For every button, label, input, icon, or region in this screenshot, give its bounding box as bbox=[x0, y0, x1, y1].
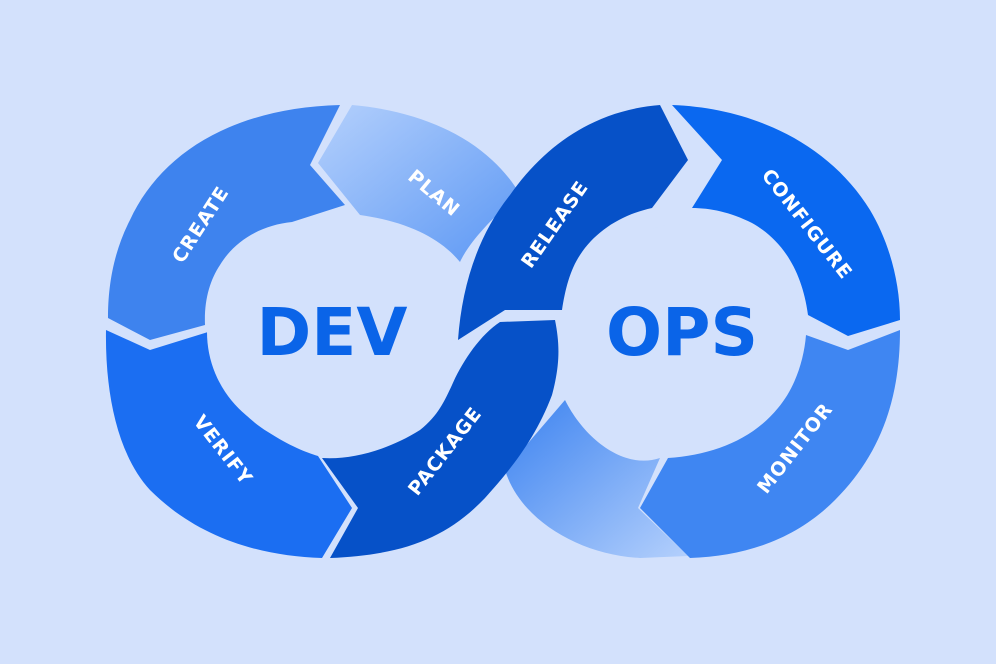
segment-create bbox=[108, 105, 345, 340]
dev-hub bbox=[207, 224, 423, 440]
segment-verify bbox=[105, 330, 352, 558]
segment-plan bbox=[318, 105, 520, 262]
segment-bridge-bottom bbox=[505, 400, 688, 558]
segment-package bbox=[322, 320, 559, 558]
segment-monitor bbox=[640, 330, 900, 558]
dev-hub-label: DEV bbox=[257, 294, 408, 371]
ops-hub bbox=[575, 224, 791, 440]
segment-release bbox=[458, 105, 688, 340]
ops-hub-label: OPS bbox=[606, 294, 758, 371]
segment-configure bbox=[672, 105, 900, 336]
